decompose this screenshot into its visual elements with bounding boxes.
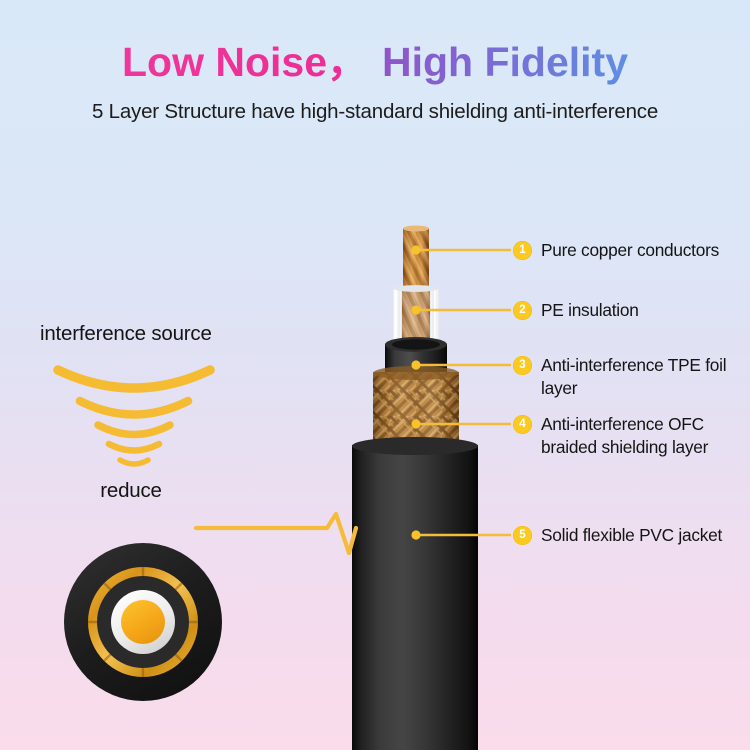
anchor-dot-2 [411, 305, 421, 315]
title-segment-low-noise: Low Noise， [121, 39, 369, 85]
callout-badge-4: 4 [513, 415, 532, 434]
title-segment-high-fidelity: High Fidelity [382, 39, 629, 85]
header: Low Noise， High Fidelity 5 Layer Structur… [0, 0, 750, 124]
wave-arc-3 [94, 421, 174, 439]
cs-copper-core [121, 600, 165, 644]
wave-arc-2 [75, 396, 193, 419]
anchor-dot-1 [411, 245, 421, 255]
callout-badge-5: 5 [513, 526, 532, 545]
interference-group: interference source reduce [36, 322, 286, 503]
signal-wave-icon [53, 365, 215, 467]
callout-badge-3: 3 [513, 356, 532, 375]
callout-label-5: Solid flexible PVC jacket [541, 525, 723, 545]
callout-ofc-braided-shielding[interactable]: 4 Anti-interference OFC braided shieldin… [513, 413, 746, 459]
interference-source-label: interference source [40, 322, 212, 345]
anchor-dot-3 [411, 360, 421, 370]
page-title: Low Noise， High Fidelity [0, 0, 750, 85]
page-subtitle: 5 Layer Structure have high-standard shi… [91, 100, 659, 124]
callout-pvc-jacket[interactable]: 5 Solid flexible PVC jacket [513, 524, 722, 547]
callout-label-1: Pure copper conductors [541, 240, 719, 260]
callout-pe-insulation[interactable]: 2 PE insulation [513, 299, 639, 322]
wave-arc-5 [117, 457, 151, 467]
callout-tpe-foil-layer[interactable]: 3 Anti-interference TPE foil layer [513, 354, 746, 400]
cable-layer-tpe-foil [385, 337, 447, 374]
cable-layer-copper-conductor [403, 225, 429, 288]
wave-arc-1 [53, 365, 215, 393]
anchor-dot-4 [411, 419, 421, 429]
wave-arc-4 [105, 440, 163, 454]
callout-label-4: Anti-interference OFC braided shielding … [541, 414, 709, 457]
cs-braid-texture [88, 567, 198, 677]
callout-label-2: PE insulation [541, 300, 639, 320]
reduce-label: reduce [100, 479, 162, 502]
cable-layer-pe-insulation [393, 285, 439, 344]
cable-layer-pvc-jacket [352, 437, 478, 750]
callout-pure-copper-conductors[interactable]: 1 Pure copper conductors [513, 239, 719, 262]
callout-badge-2: 2 [513, 301, 532, 320]
cable-layer-ofc-braid [373, 366, 459, 448]
callout-anchor-dots [411, 245, 421, 540]
callout-list: 1 Pure copper conductors 2 PE insulation… [513, 0, 750, 750]
callout-leader-lines [416, 248, 511, 537]
callout-badge-1: 1 [513, 241, 532, 260]
anchor-dot-5 [411, 530, 421, 540]
callout-label-3: Anti-interference TPE foil layer [541, 355, 727, 398]
cable-cross-section [64, 543, 222, 701]
